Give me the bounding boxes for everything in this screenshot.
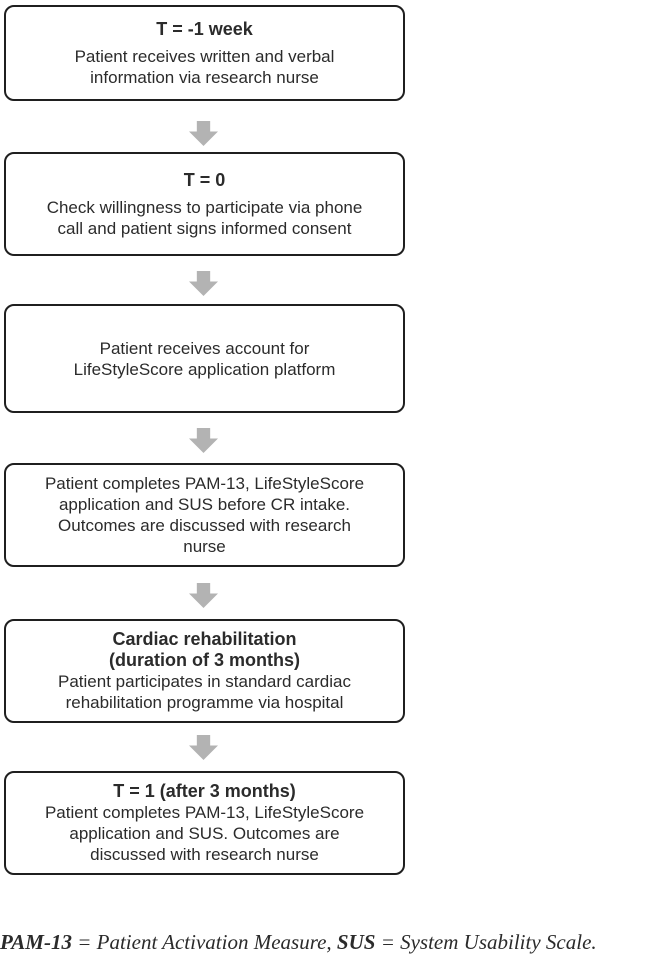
step-4-body: Patient completes PAM-13, LifeStyleScore… [44,474,365,556]
flow-step-5: Cardiac rehabilitation (duration of 3 mo… [4,619,405,723]
flow-step-6: T = 1 (after 3 months) Patient completes… [4,771,405,875]
flow-step-1: T = -1 week Patient receives written and… [4,5,405,101]
down-arrow-icon [189,583,218,608]
down-arrow-icon [189,428,218,453]
down-arrow-icon [189,271,218,296]
abbrev-pam13: PAM-13 [0,930,72,954]
down-arrow-icon [189,735,218,760]
flow-step-4: Patient completes PAM-13, LifeStyleScore… [4,463,405,567]
step-2-heading: T = 0 [183,169,226,190]
step-2-body: Check willingness to participate via pho… [46,197,363,238]
abbrev-pam13-definition: = Patient Activation Measure, [71,930,337,954]
abbrev-sus: SUS [336,930,376,954]
step-1-body: Patient receives written and verbal info… [74,46,335,87]
step-3-body: Patient receives account for LifeStyleSc… [73,338,336,379]
step-1-heading: T = -1 week [156,18,253,39]
abbreviation-note: PAM-13 = Patient Activation Measure, SUS… [0,929,646,955]
flow-step-3: Patient receives account for LifeStyleSc… [4,304,405,413]
down-arrow-icon [189,121,218,146]
step-6-heading: T = 1 (after 3 months) [113,781,296,801]
step-5-heading: Cardiac rehabilitation (duration of 3 mo… [109,629,300,670]
step-5-body: Patient participates in standard cardiac… [58,672,351,712]
step-6-body: Patient completes PAM-13, LifeStyleScore… [44,803,365,864]
flow-step-2: T = 0 Check willingness to participate v… [4,152,405,256]
abbrev-sus-definition: = System Usability Scale. [375,930,597,954]
